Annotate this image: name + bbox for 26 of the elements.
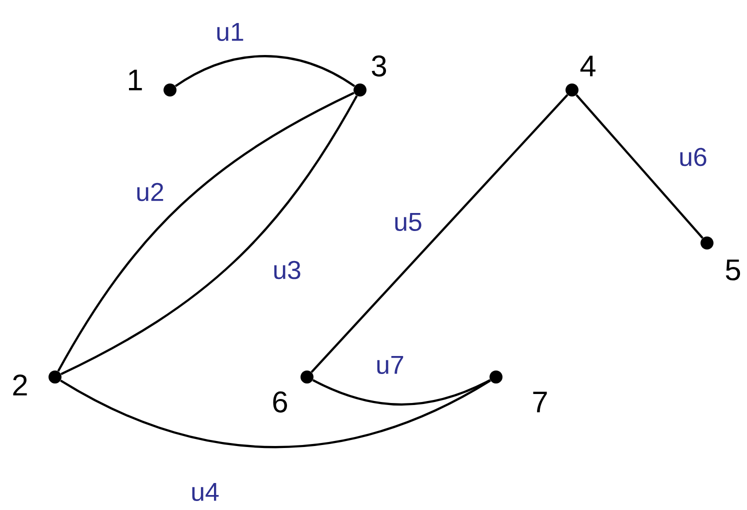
vertex-dot — [164, 84, 176, 96]
edge-label: u6 — [680, 148, 706, 166]
vertex-dot — [354, 84, 366, 96]
vertex-number: 5 — [726, 260, 740, 280]
vertex-dot — [490, 370, 502, 384]
edge-line — [312, 379, 491, 406]
vertex-number: 7 — [533, 392, 547, 412]
edge-label: u2 — [137, 182, 164, 202]
edge-label: u7 — [377, 356, 404, 374]
edge-line — [174, 55, 356, 88]
vertex-number: 2 — [13, 374, 27, 396]
vertex-number: 1 — [128, 70, 142, 90]
edge-label: u5 — [395, 212, 422, 232]
edge-line — [310, 94, 568, 373]
vertex-number: 6 — [273, 391, 287, 413]
vertex-dot — [566, 84, 578, 96]
vertex-dot — [700, 236, 714, 250]
edge-label: u1 — [217, 22, 244, 42]
edge-label: u4 — [192, 482, 219, 502]
edge-line — [576, 94, 704, 239]
edge-label: u3 — [274, 260, 300, 280]
edge-line — [60, 380, 491, 448]
vertex-number: 4 — [580, 56, 596, 76]
vertex-dot — [48, 370, 62, 384]
vertex-dot — [300, 370, 314, 384]
vertex-number: 3 — [372, 55, 386, 77]
